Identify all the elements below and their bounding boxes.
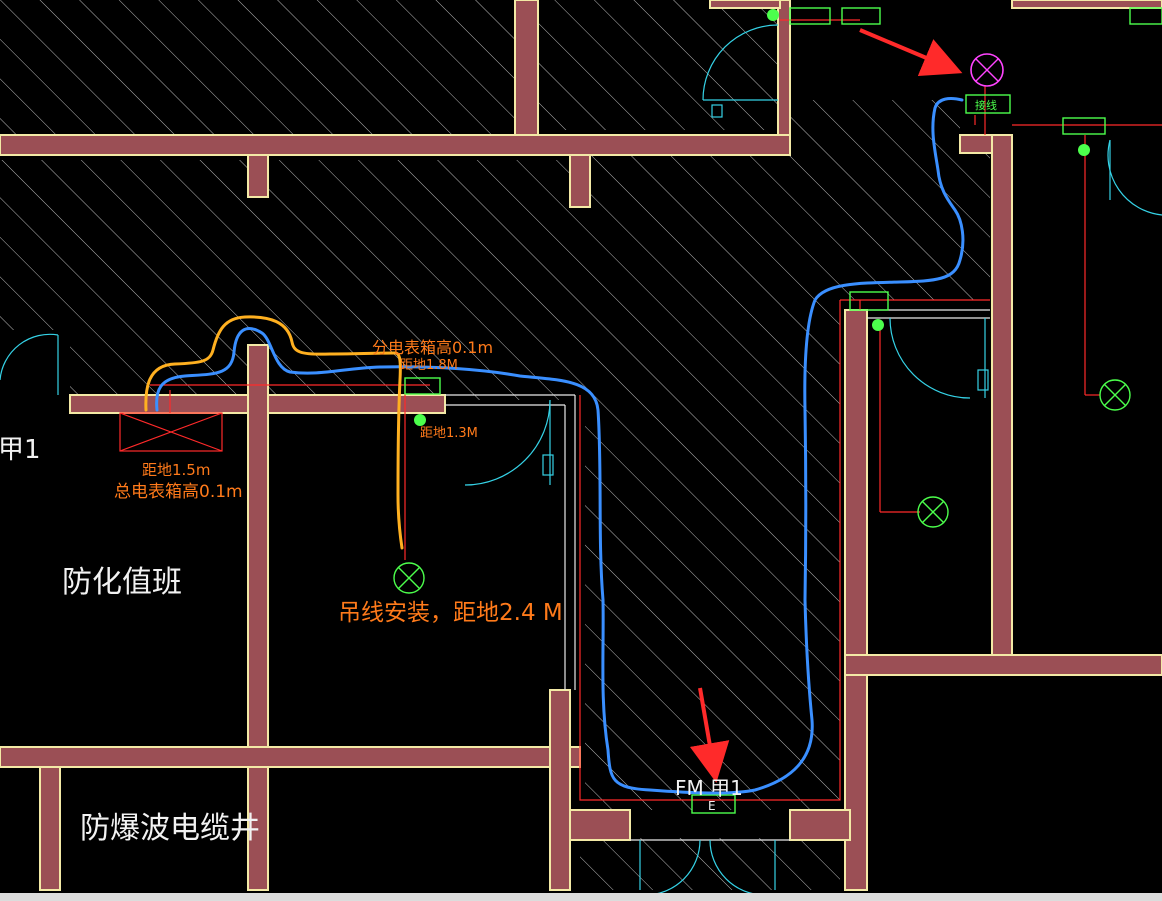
bottom-status-strip <box>0 893 1162 901</box>
electrical-symbols <box>119 7 1162 814</box>
main-meter-box-icon <box>119 412 223 452</box>
highlighted-lamp-icon <box>970 53 1004 87</box>
lamp-icon <box>1099 379 1131 411</box>
main-meter-distance-annotation: 距地1.5m <box>142 461 210 479</box>
labels: 防化值班 防爆波电缆井 甲1 FM 甲1 E 接线 分电表箱高0.1m 距地1.… <box>0 98 997 846</box>
door-label-bottom: FM 甲1 <box>675 776 743 800</box>
hatch-areas <box>0 0 990 890</box>
orange-route-markup <box>144 315 404 550</box>
emergency-box-label: E <box>708 799 716 813</box>
pendant-lamp-icon <box>393 562 425 594</box>
sub-meter-height-annotation: 距地1.8M <box>400 358 458 373</box>
markup-lines <box>144 97 965 795</box>
sub-meter-box-annotation: 分电表箱高0.1m <box>372 338 493 357</box>
main-meter-box-annotation: 总电表箱高0.1m <box>114 482 243 502</box>
emergency-box-icon <box>691 794 736 814</box>
junction-box-label: 接线 <box>975 98 997 112</box>
room-label-cable-shaft: 防爆波电缆井 <box>80 811 260 846</box>
door-swings <box>0 24 1162 896</box>
sub-meter-box-icon <box>404 377 441 395</box>
lamp-icon <box>917 496 949 528</box>
door-label-left: 甲1 <box>0 435 41 465</box>
red-circuit-lines <box>150 19 1162 801</box>
junction-box-icon <box>965 94 1011 114</box>
room-label-duty: 防化值班 <box>62 565 182 600</box>
switch-dot-icon <box>414 414 426 426</box>
annotation-arrows <box>689 28 963 783</box>
pendant-install-annotation: 吊线安装，距地2.4 M <box>338 600 563 626</box>
switch-height-annotation: 距地1.3M <box>420 426 478 441</box>
blue-route-markup <box>155 97 965 795</box>
arrow-to-door <box>689 687 730 783</box>
arrow-to-top-lamp <box>859 28 963 77</box>
